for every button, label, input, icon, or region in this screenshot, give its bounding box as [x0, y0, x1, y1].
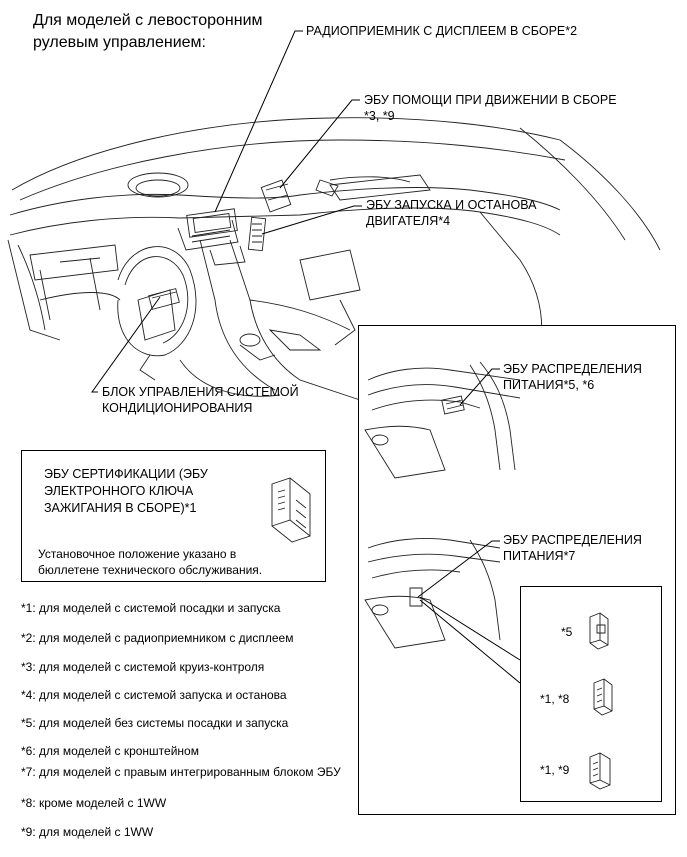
certification-label-line3: ЗАЖИГАНИЯ В СБОРЕ)*1 — [44, 501, 197, 515]
dashboard-illustration — [8, 118, 660, 400]
callout-power-dist-b-line2: ПИТАНИЯ*7 — [503, 549, 576, 563]
callout-power-dist-b-line1: ЭБУ РАСПРЕДЕЛЕНИЯ — [503, 533, 642, 547]
footnote-3: *3: для моделей с системой круиз-контрол… — [21, 660, 265, 674]
page-title-line2: рулевым управлением: — [33, 34, 206, 51]
callout-start-stop-line2: ДВИГАТЕЛЯ*4 — [366, 214, 451, 228]
page-title-line1: Для моделей с левосторонним — [33, 12, 263, 29]
callout-power-dist-a-line2: ПИТАНИЯ*5, *6 — [503, 378, 595, 392]
footnote-6: *6: для моделей с кронштейном — [21, 744, 199, 758]
certification-label-line1: ЭБУ СЕРТИФИКАЦИИ (ЭБУ — [44, 467, 208, 481]
footnote-1: *1: для моделей с системой посадки и зап… — [21, 601, 281, 615]
footnote-7: *7: для моделей с правым интегрированным… — [21, 765, 341, 779]
footnote-5: *5: для моделей без системы посадки и за… — [21, 716, 289, 730]
footnote-8: *8: кроме моделей с 1WW — [21, 796, 167, 810]
callout-ac-line1: БЛОК УПРАВЛЕНИЯ СИСТЕМОЙ — [102, 385, 299, 399]
callout-start-stop-line1: ЭБУ ЗАПУСКА И ОСТАНОВА — [366, 198, 537, 212]
certification-note-line1: Установочное положение указано в — [38, 547, 237, 561]
footnote-2: *2: для моделей с радиоприемником с дисп… — [21, 631, 294, 645]
variant-label-1: *5 — [561, 625, 573, 639]
footnote-9: *9: для моделей с 1WW — [21, 825, 154, 839]
certification-note-line2: бюллетене технического обслуживания. — [38, 563, 263, 577]
callout-ac-line2: КОНДИЦИОНИРОВАНИЯ — [102, 401, 253, 415]
callout-power-dist-a-line1: ЭБУ РАСПРЕДЕЛЕНИЯ — [503, 362, 642, 376]
callout-radio: РАДИОПРИЕМНИК С ДИСПЛЕЕМ В СБОРЕ*2 — [306, 24, 578, 38]
variant-label-3: *1, *9 — [540, 763, 570, 777]
variant-label-2: *1, *8 — [540, 692, 570, 706]
certification-label-line2: ЭЛЕКТРОННОГО КЛЮЧА — [44, 484, 194, 498]
footnote-4: *4: для моделей с системой запуска и ост… — [21, 688, 287, 702]
callout-drive-assist-line2: *3, *9 — [364, 109, 395, 123]
callout-drive-assist-line1: ЭБУ ПОМОЩИ ПРИ ДВИЖЕНИИ В СБОРЕ — [364, 93, 617, 107]
